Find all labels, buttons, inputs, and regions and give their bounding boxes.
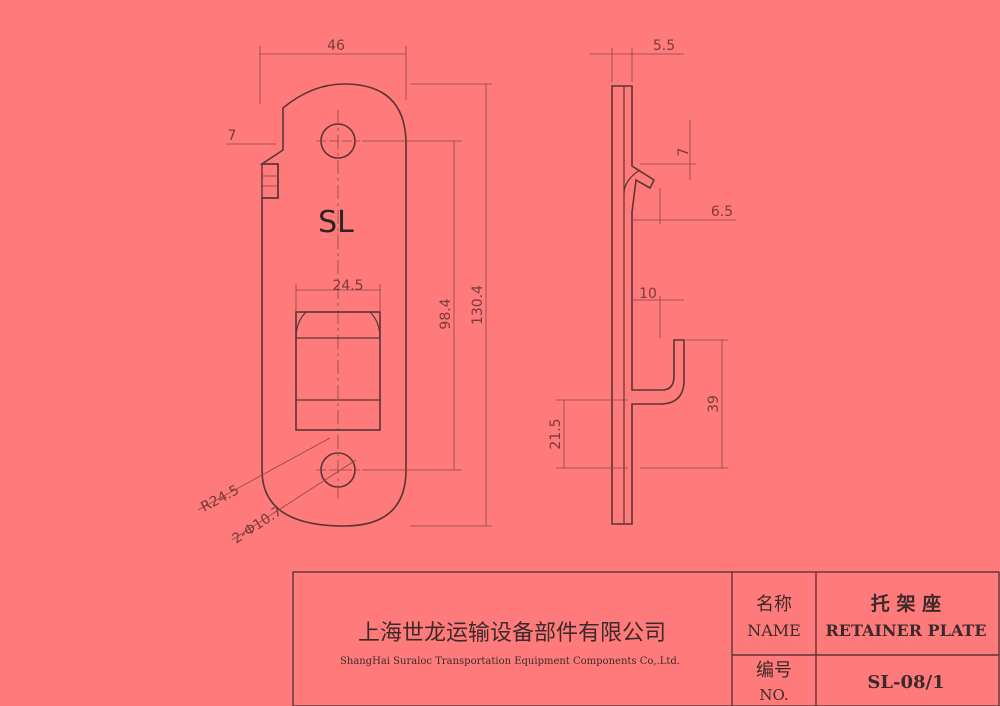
no-label-cn: 编号 (756, 660, 792, 681)
dim-hole-dia: 2-Φ10.7 (229, 503, 285, 547)
part-marking: SL (318, 205, 354, 240)
side-notch (261, 163, 279, 199)
slot (295, 311, 381, 431)
dim-tab-offset: 6.5 (711, 204, 733, 220)
name-value-cn: 托 架 座 (871, 592, 941, 615)
company-name-en: ShangHai Suraloc Transportation Equipmen… (340, 656, 680, 667)
name-value-en: RETAINER PLATE (825, 621, 986, 640)
dim-hole-span: 98.4 (438, 298, 454, 329)
dim-width: 46 (327, 38, 345, 54)
dim-thickness: 5.5 (653, 38, 675, 54)
side-view: 5.5 7 6.5 10 39 21.5 (548, 38, 736, 525)
plate-outline (259, 83, 407, 527)
front-view: SL 46 7 24.5 98.4 130.4 R24.5 2-Φ10.7 (197, 38, 492, 547)
name-label-cn: 名称 (756, 594, 792, 615)
dim-offset: 7 (228, 128, 237, 144)
dim-hook-base: 21.5 (548, 418, 564, 449)
company-name-cn: 上海世龙运输设备部件有限公司 (358, 621, 666, 646)
dim-radius: R24.5 (198, 482, 242, 515)
dim-slot-width: 24.5 (332, 278, 363, 294)
dim-hook-height: 39 (706, 395, 722, 413)
side-profile (611, 85, 685, 525)
dim-hook-width: 10 (639, 286, 657, 302)
no-label-en: NO. (759, 686, 788, 704)
title-block: 上海世龙运输设备部件有限公司 ShangHai Suraloc Transpor… (292, 571, 1000, 706)
dim-tab-height: 7 (676, 148, 692, 157)
part-number: SL-08/1 (867, 672, 944, 693)
name-label-en: NAME (747, 621, 801, 640)
dim-length: 130.4 (470, 285, 486, 325)
